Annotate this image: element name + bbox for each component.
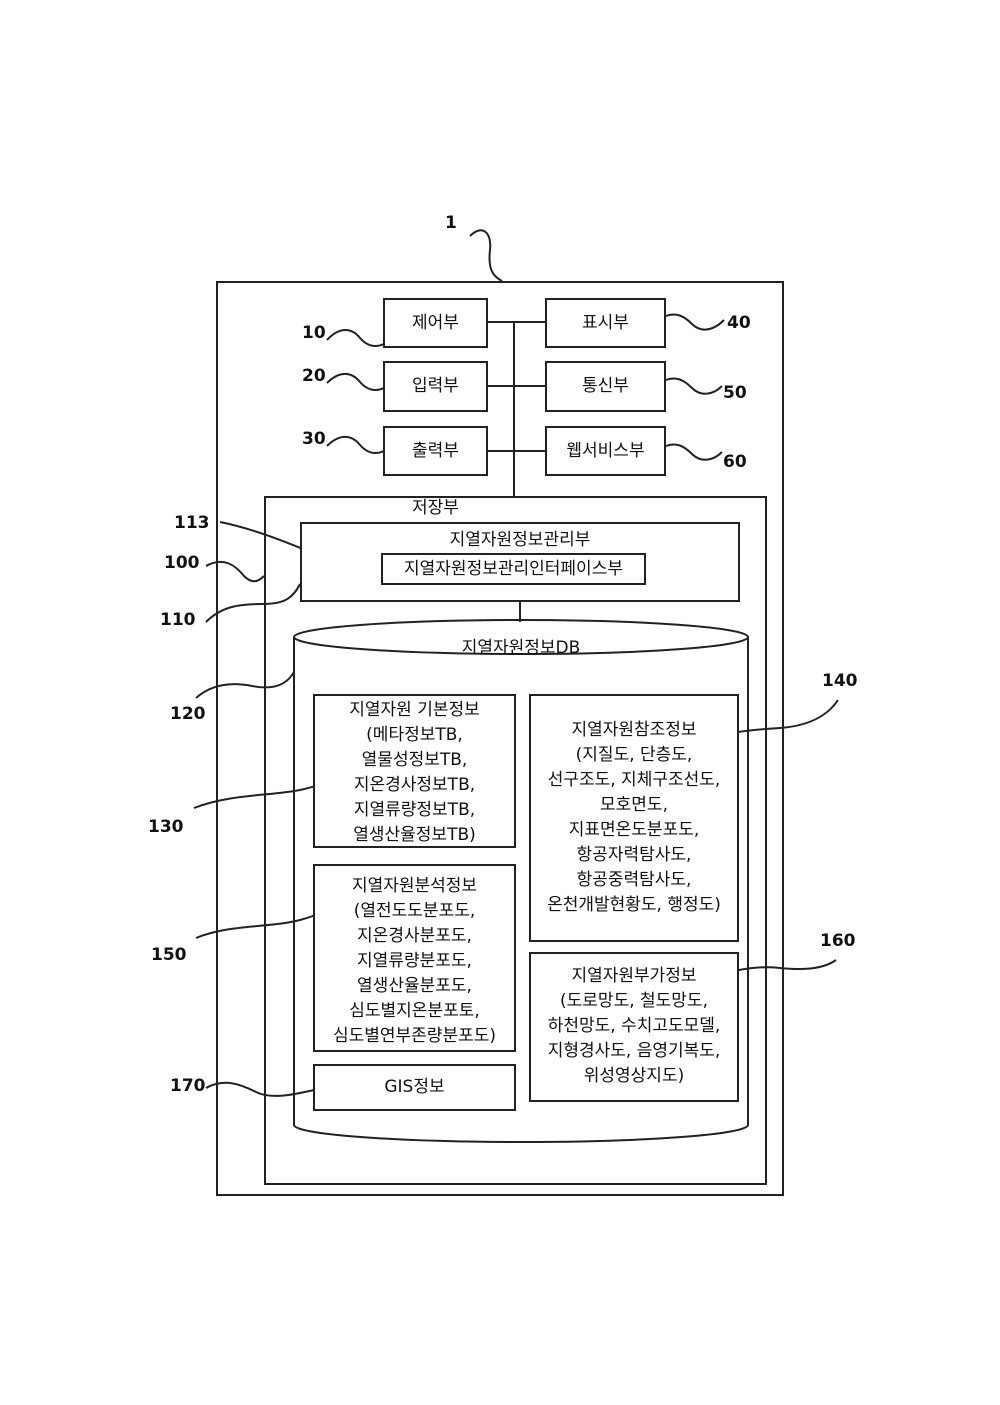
reference-info-line: 모호면도, — [531, 793, 737, 818]
analysis-info-box: 지열자원분석정보 (열전도도분포도, 지온경사분포도, 지열류량분포도, 열생산… — [313, 864, 516, 1052]
ref-mgmt: 110 — [160, 610, 196, 630]
basic-info-line: 열생산율정보TB) — [315, 823, 514, 848]
ref-display: 40 — [727, 313, 751, 333]
reference-info-text: 지열자원참조정보 (지질도, 단층도, 선구조도, 지체구조선도, 모호면도, … — [531, 718, 737, 918]
control-unit-label: 제어부 — [412, 315, 459, 332]
ref-output: 30 — [302, 429, 326, 449]
extra-info-text: 지열자원부가정보 (도로망도, 철도망도, 하천망도, 수치고도모델, 지형경사… — [531, 964, 737, 1089]
ref-db: 120 — [170, 704, 206, 724]
leader-device — [470, 230, 502, 281]
ref-analysis-info: 150 — [151, 945, 187, 965]
extra-info-box: 지열자원부가정보 (도로망도, 철도망도, 하천망도, 수치고도모델, 지형경사… — [529, 952, 739, 1102]
input-unit-box: 입력부 — [383, 361, 488, 412]
basic-info-line: 지온경사정보TB, — [315, 773, 514, 798]
ref-comm: 50 — [723, 383, 747, 403]
web-unit-box: 웹서비스부 — [545, 426, 666, 476]
ref-device: 1 — [445, 213, 457, 233]
mgmt-title: 지열자원정보관리부 — [302, 532, 738, 549]
ref-control: 10 — [302, 323, 326, 343]
iface-box: 지열자원정보관리인터페이스부 — [381, 553, 646, 585]
analysis-info-line: 지열류량분포도, — [315, 949, 514, 974]
basic-info-line: 열물성정보TB, — [315, 748, 514, 773]
output-unit-label: 출력부 — [412, 443, 459, 460]
reference-info-line: 온천개발현황도, 행정도) — [531, 893, 737, 918]
gis-info-label: GIS정보 — [384, 1079, 444, 1096]
reference-info-line: (지질도, 단층도, — [531, 743, 737, 768]
analysis-info-line: 지열자원분석정보 — [315, 874, 514, 899]
ref-basic-info: 130 — [148, 817, 184, 837]
reference-info-line: 항공자력탐사도, — [531, 843, 737, 868]
comm-unit-box: 통신부 — [545, 361, 666, 412]
analysis-info-line: 지온경사분포도, — [315, 924, 514, 949]
basic-info-line: (메타정보TB, — [315, 723, 514, 748]
output-unit-box: 출력부 — [383, 426, 488, 476]
gis-info-box: GIS정보 — [313, 1064, 516, 1111]
analysis-info-line: 열생산율분포도, — [315, 974, 514, 999]
basic-info-line: 지열자원 기본정보 — [315, 698, 514, 723]
analysis-info-line: 심도별연부존량분포도) — [315, 1024, 514, 1049]
storage-title: 저장부 — [412, 500, 459, 517]
input-unit-label: 입력부 — [412, 378, 459, 395]
control-unit-box: 제어부 — [383, 298, 488, 348]
ref-extra-info: 160 — [820, 931, 856, 951]
ref-web: 60 — [723, 452, 747, 472]
basic-info-line: 지열류량정보TB, — [315, 798, 514, 823]
comm-unit-label: 통신부 — [582, 378, 629, 395]
extra-info-line: 지형경사도, 음영기복도, — [531, 1039, 737, 1064]
reference-info-line: 선구조도, 지체구조선도, — [531, 768, 737, 793]
db-title: 지열자원정보DB — [294, 640, 748, 657]
reference-info-line: 지표면온도분포도, — [531, 818, 737, 843]
reference-info-line: 항공중력탐사도, — [531, 868, 737, 893]
ref-iface: 113 — [174, 513, 210, 533]
analysis-info-line: 심도별지온분포토, — [315, 999, 514, 1024]
extra-info-line: 위성영상지도) — [531, 1064, 737, 1089]
reference-info-line: 지열자원참조정보 — [531, 718, 737, 743]
ref-storage: 100 — [164, 553, 200, 573]
analysis-info-text: 지열자원분석정보 (열전도도분포도, 지온경사분포도, 지열류량분포도, 열생산… — [315, 874, 514, 1049]
ref-gis-info: 170 — [170, 1076, 206, 1096]
iface-title: 지열자원정보관리인터페이스부 — [404, 561, 623, 578]
extra-info-line: 하천망도, 수치고도모델, — [531, 1014, 737, 1039]
ref-ref-info: 140 — [822, 671, 858, 691]
extra-info-line: 지열자원부가정보 — [531, 964, 737, 989]
extra-info-line: (도로망도, 철도망도, — [531, 989, 737, 1014]
ref-input: 20 — [302, 366, 326, 386]
reference-info-box: 지열자원참조정보 (지질도, 단층도, 선구조도, 지체구조선도, 모호면도, … — [529, 694, 739, 942]
analysis-info-line: (열전도도분포도, — [315, 899, 514, 924]
display-unit-box: 표시부 — [545, 298, 666, 348]
display-unit-label: 표시부 — [582, 315, 629, 332]
basic-info-box: 지열자원 기본정보 (메타정보TB, 열물성정보TB, 지온경사정보TB, 지열… — [313, 694, 516, 848]
basic-info-text: 지열자원 기본정보 (메타정보TB, 열물성정보TB, 지온경사정보TB, 지열… — [315, 698, 514, 848]
web-unit-label: 웹서비스부 — [566, 443, 644, 460]
